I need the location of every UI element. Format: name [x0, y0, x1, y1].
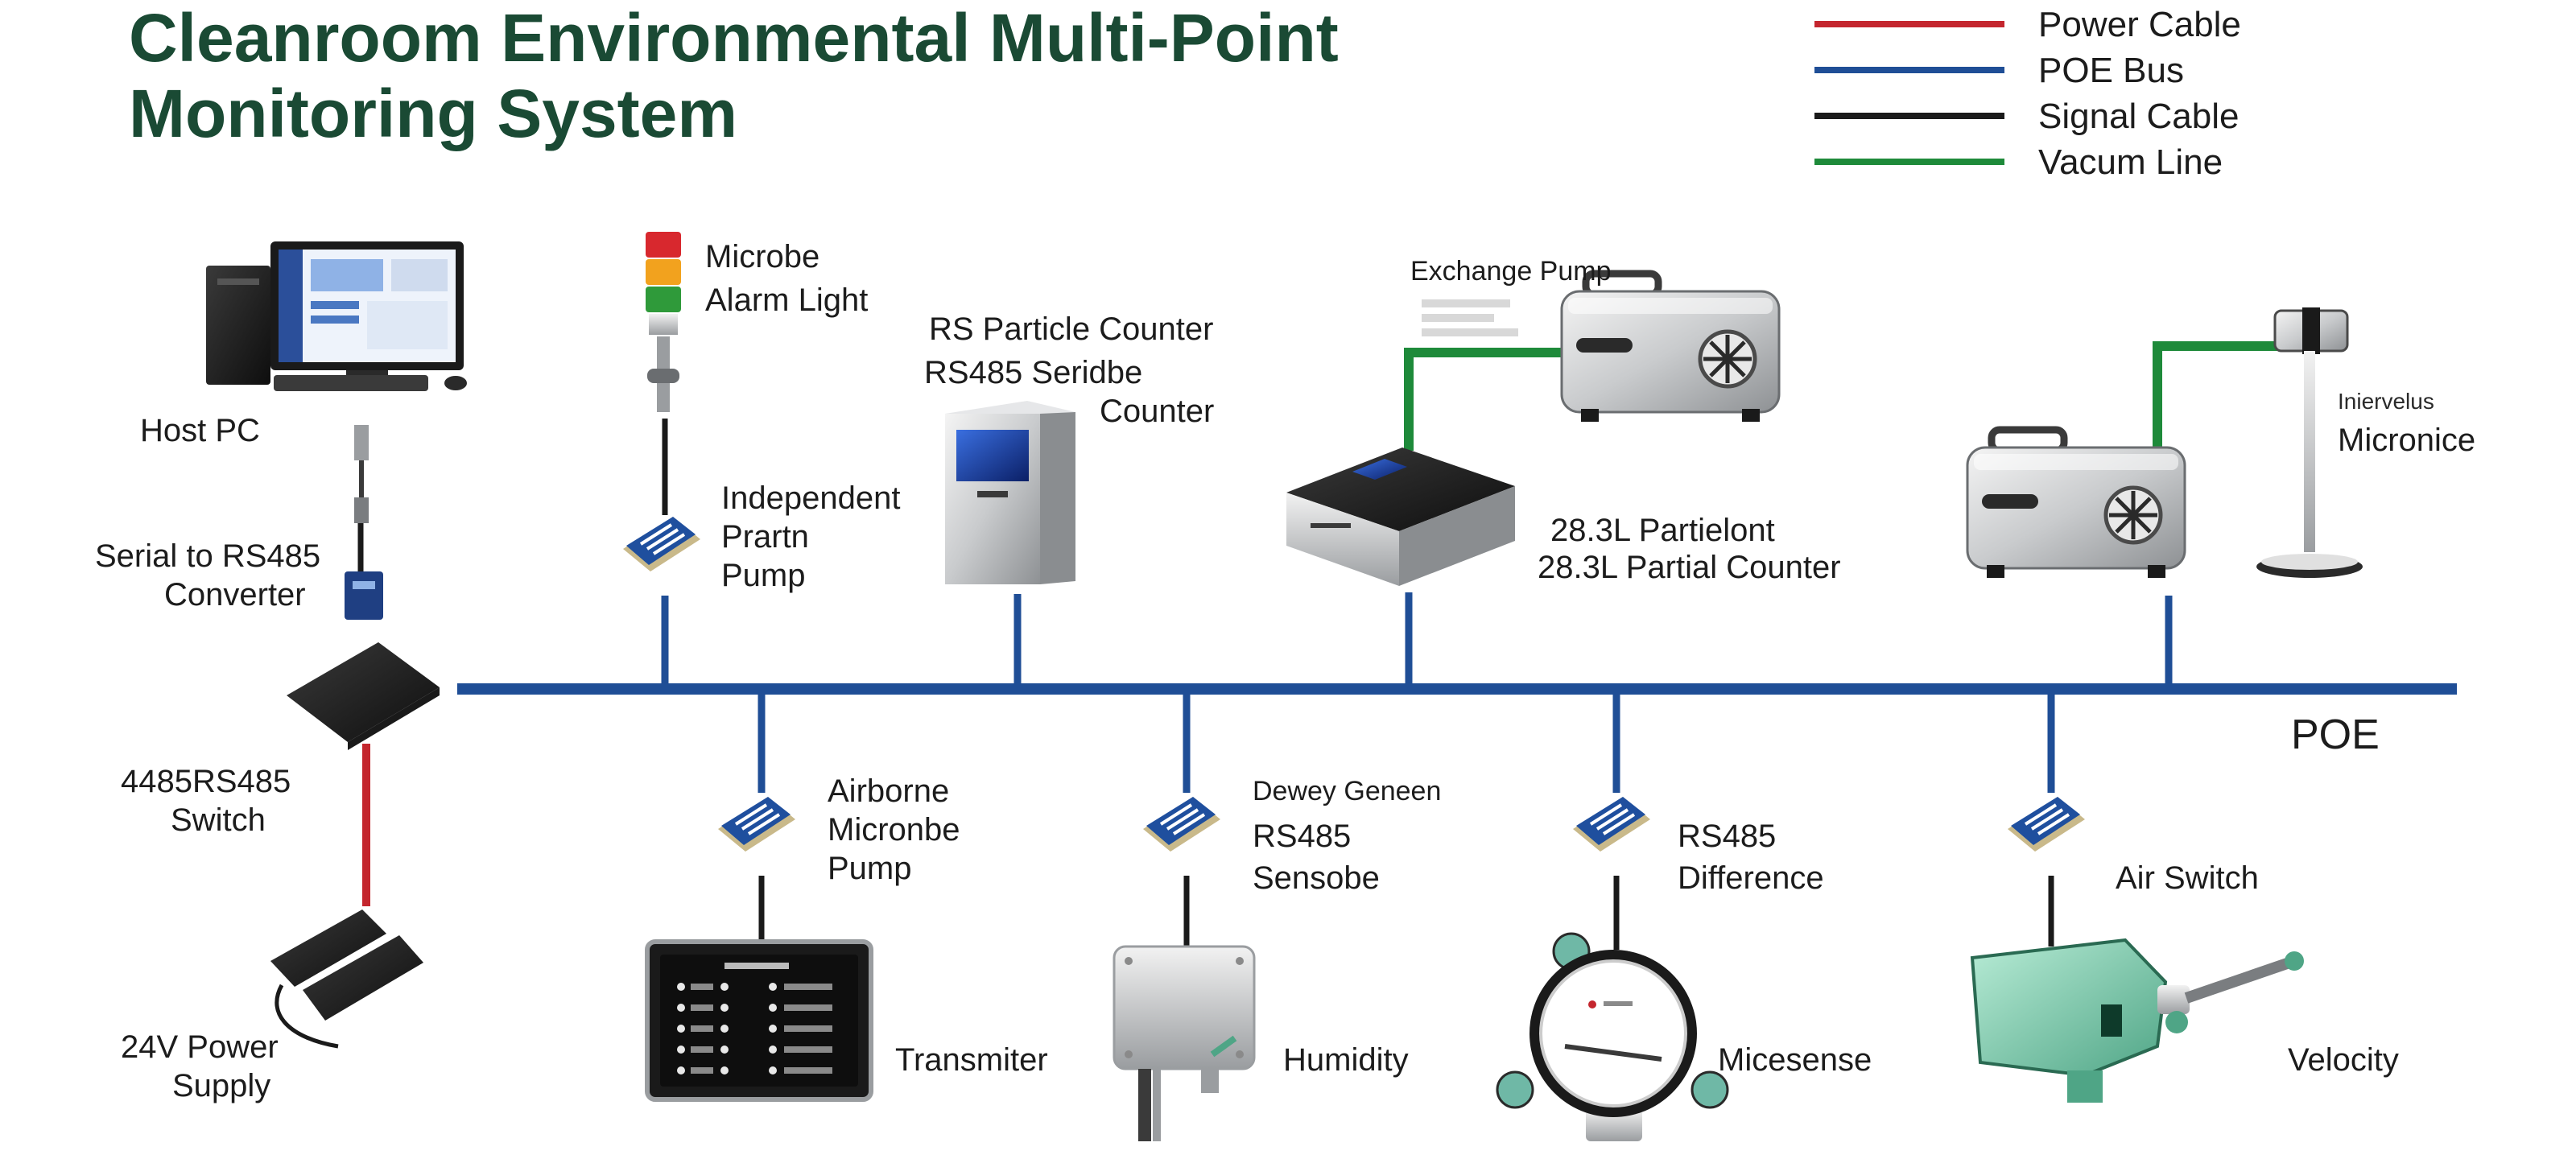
poe-drops — [661, 592, 2173, 793]
alarm-light-label-2: Alarm Light — [705, 283, 868, 318]
micesense-icon — [1496, 932, 1729, 1141]
host-pc-label: Host PC — [140, 413, 260, 448]
exchange-pump-icon — [1562, 274, 1779, 422]
converter-icon — [345, 571, 383, 620]
signal-cables — [357, 419, 2054, 955]
transmiter-label: Transmiter — [895, 1042, 1048, 1078]
independent-pump-label-3: Pump — [721, 558, 806, 593]
difference-label-2: Difference — [1678, 860, 1824, 896]
airborne-pump-module-icon — [716, 795, 797, 853]
micronice-icon — [2256, 307, 2363, 578]
alarm-light-icon — [646, 232, 681, 412]
usb-cable-icon — [354, 425, 369, 523]
difference-module-icon — [1571, 795, 1652, 853]
particle-counter-label-2: RS485 Seridbe — [924, 355, 1142, 390]
particle-counter-label-1: RS Particle Counter — [929, 311, 1213, 347]
partial-counter-label-2: 28.3L Partial Counter — [1538, 550, 1841, 585]
airborne-pump-label-1: Airborne — [828, 773, 949, 809]
sensor-label-1: Dewey Geneen — [1253, 776, 1441, 806]
bus-label: POE — [2291, 711, 2380, 758]
vacuum-lines — [1404, 341, 2281, 451]
poe-bus — [457, 592, 2457, 793]
airborne-pump-label-2: Micronbe — [828, 812, 960, 848]
sensor-label-3: Sensobe — [1253, 860, 1380, 896]
partial-counter-label-1: 28.3L Partielont — [1550, 513, 1775, 548]
independent-pump-label-2: Prartn — [721, 519, 809, 555]
power-supply-icon — [270, 909, 423, 1049]
switch-label-2: Switch — [171, 802, 266, 838]
legend-label-signal: Signal Cable — [2038, 97, 2240, 136]
power-supply-label-1: 24V Power — [121, 1029, 279, 1065]
particle-counter-label-3: Counter — [1100, 394, 1214, 429]
exchange-pump-faint-text — [1422, 299, 1518, 336]
legend-label-power: Power Cable — [2038, 5, 2241, 44]
velocity-icon — [1970, 938, 2304, 1103]
converter-label-2: Converter — [164, 577, 306, 612]
humidity-icon — [1113, 945, 1256, 1141]
partial-counter-icon — [1286, 448, 1515, 586]
sensor-module-icon — [1141, 795, 1222, 853]
particle-counter-icon — [945, 401, 1075, 584]
page-title-line2: Monitoring System — [129, 76, 737, 151]
micronice-label-1: Iniervelus — [2338, 389, 2434, 414]
legend-label-poe: POE Bus — [2038, 51, 2184, 90]
airborne-pump-label-3: Pump — [828, 851, 912, 886]
difference-label-1: RS485 — [1678, 819, 1776, 854]
right-pump-icon — [1967, 430, 2185, 578]
host-pc-icon — [206, 241, 467, 391]
legend: Power Cable POE Bus Signal Cable Vacum L… — [1814, 5, 2241, 182]
converter-label-1: Serial to RS485 — [95, 538, 320, 574]
transmiter-icon — [645, 939, 873, 1102]
air-switch-module-icon — [2006, 795, 2087, 853]
switch-icon — [287, 642, 440, 750]
alarm-light-label-1: Microbe — [705, 239, 819, 274]
exchange-pump-label: Exchange Pump — [1410, 256, 1612, 287]
humidity-label: Humidity — [1283, 1042, 1409, 1078]
sensor-label-2: RS485 — [1253, 819, 1351, 854]
air-switch-label: Air Switch — [2116, 860, 2259, 896]
micronice-label-2: Micronice — [2338, 423, 2475, 458]
independent-pump-label-1: Independent — [721, 481, 900, 516]
velocity-label: Velocity — [2288, 1042, 2399, 1078]
micesense-label: Micesense — [1718, 1042, 1872, 1078]
switch-label-1: 4485RS485 — [121, 764, 291, 799]
power-supply-label-2: Supply — [172, 1068, 270, 1103]
legend-label-vacuum: Vacum Line — [2038, 142, 2223, 182]
independent-pump-module-icon — [621, 515, 702, 573]
page-title-line1: Cleanroom Environmental Multi-Point — [129, 0, 1339, 76]
